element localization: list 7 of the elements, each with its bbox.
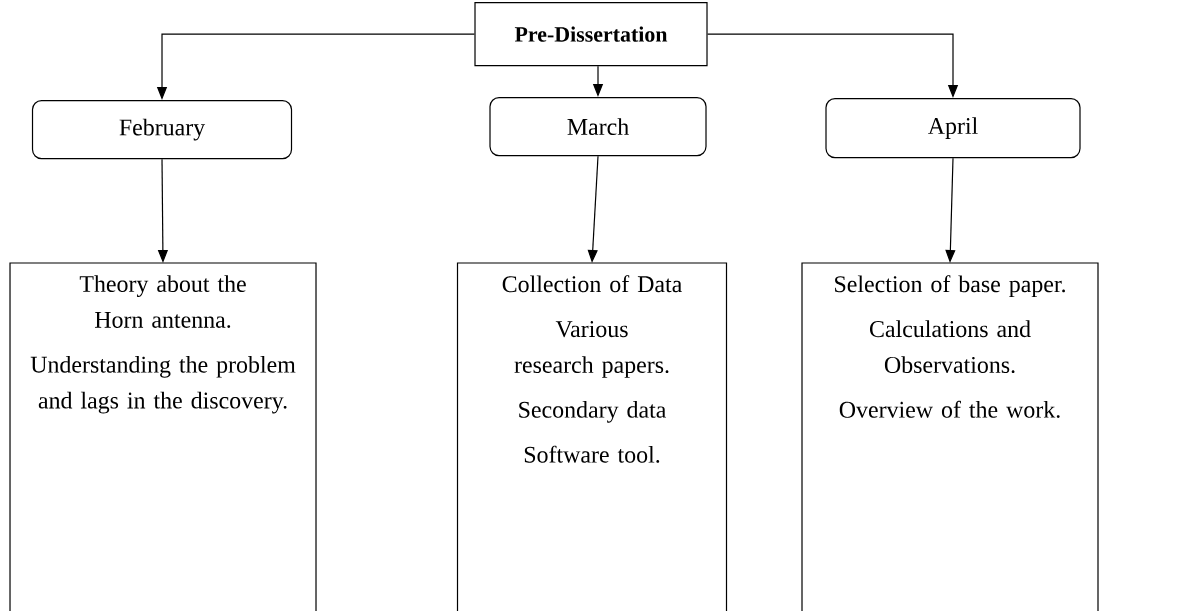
title-box: Pre-Dissertation bbox=[474, 2, 708, 67]
month-box: April bbox=[825, 98, 1081, 159]
month-box: February bbox=[31, 100, 293, 160]
month-box: March bbox=[489, 97, 707, 157]
task-box: Selection of base paper. Calculations and Observations. Overview of the work. bbox=[801, 262, 1099, 611]
task-box: Collection of Data Various research papers. Secondary data Software tool. bbox=[456, 262, 728, 611]
task-box: Theory about the Horn antenna. Understanding the problem and lags in the discovery. bbox=[9, 262, 317, 611]
